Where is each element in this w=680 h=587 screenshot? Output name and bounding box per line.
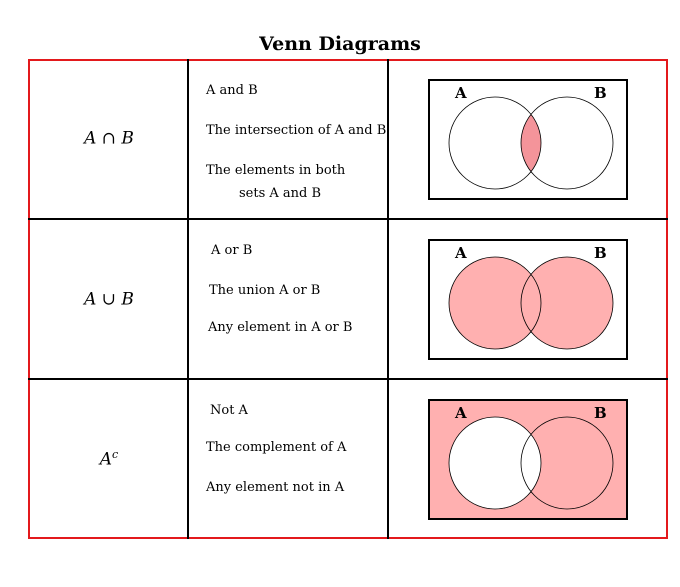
set-a-region	[449, 257, 541, 349]
description-line: A or B	[211, 243, 253, 258]
description-line: Any element in A or B	[208, 320, 353, 335]
set-b-circle	[520, 256, 614, 350]
set-a-circle	[448, 416, 542, 510]
set-b-circle	[520, 416, 614, 510]
notation-union: A ∪ B	[84, 289, 134, 310]
set-b-region	[521, 257, 613, 349]
description-line: The intersection of A and B	[206, 123, 387, 138]
set-a-label: A	[454, 84, 467, 102]
description-line: Any element not in A	[206, 480, 345, 495]
column-divider	[387, 59, 389, 539]
set-a-label: A	[454, 244, 467, 262]
venn-intersection: A B	[428, 79, 628, 200]
notation-intersection: A ∩ B	[84, 128, 134, 149]
notation-complement: Ac	[99, 448, 119, 470]
set-a-label: A	[454, 404, 467, 422]
row-divider	[28, 378, 668, 380]
column-divider	[187, 59, 189, 539]
description-line: A and B	[206, 83, 258, 98]
description-line: sets A and B	[239, 186, 322, 201]
set-a-circle	[448, 96, 542, 190]
diagram-title: Venn Diagrams	[259, 33, 421, 55]
set-a-circle	[448, 256, 542, 350]
set-b-label: B	[594, 244, 607, 262]
venn-complement: A B	[428, 399, 628, 520]
table-frame	[28, 59, 668, 539]
description-line: The union A or B	[209, 283, 321, 298]
row-divider	[28, 218, 668, 220]
set-b-label: B	[594, 404, 607, 422]
set-b-circle	[520, 96, 614, 190]
venn-union: A B	[428, 239, 628, 360]
description-line: The elements in both	[206, 163, 346, 178]
description-line: The complement of A	[206, 440, 347, 455]
description-line: Not A	[210, 403, 248, 418]
set-b-label: B	[594, 84, 607, 102]
set-a-region	[449, 417, 541, 509]
